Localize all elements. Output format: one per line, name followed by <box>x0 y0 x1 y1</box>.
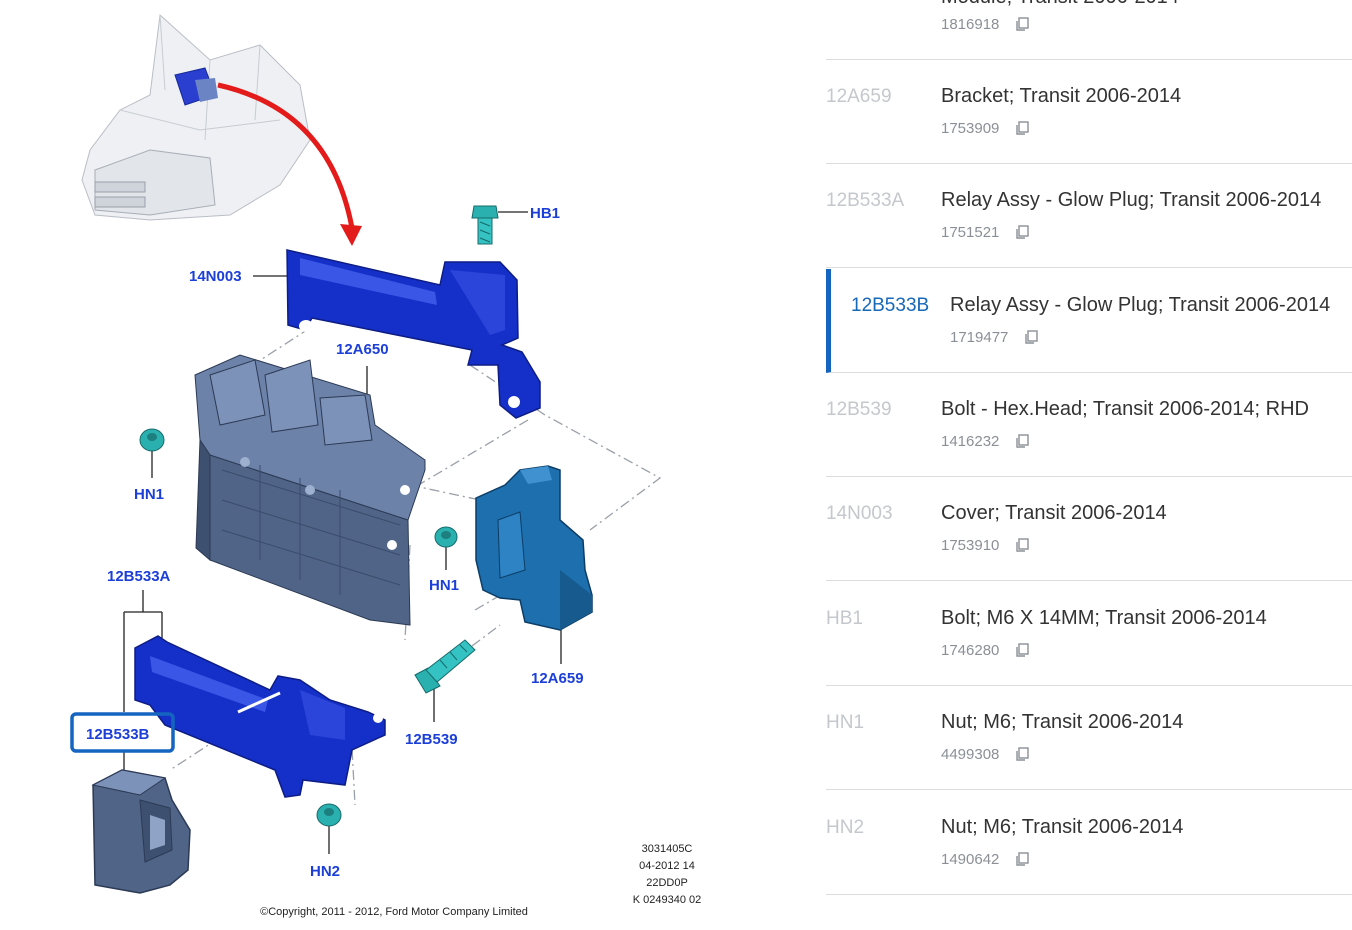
callout-hn2[interactable]: HN2 <box>310 863 340 880</box>
part-number: 1751521 <box>941 224 1000 241</box>
part-number: 1753909 <box>941 120 1000 137</box>
parts-row-hn1[interactable]: HN1 Nut; M6; Transit 2006-2014 4499308 <box>826 686 1352 790</box>
callout-12b539[interactable]: 12B539 <box>405 731 458 748</box>
parts-row-12b533a[interactable]: 12B533A Relay Assy - Glow Plug; Transit … <box>826 164 1352 268</box>
part-description: Bolt; M6 X 14MM; Transit 2006-2014 <box>941 607 1267 629</box>
callout-12b533b[interactable]: 12B533B <box>86 726 150 743</box>
copyright-notice: ©Copyright, 2011 - 2012, Ford Motor Comp… <box>260 906 528 918</box>
ref-line-3: 22DD0P <box>646 877 688 889</box>
callout-hn1-left[interactable]: HN1 <box>134 486 164 503</box>
part-code: HB1 <box>826 608 863 629</box>
part-code: HN1 <box>826 712 865 733</box>
parts-row-top-partial[interactable]: Module; Transit 2006-2014 1816918 <box>826 0 1352 60</box>
part-description: Relay Assy - Glow Plug; Transit 2006-201… <box>941 189 1322 211</box>
part-number: 1746280 <box>941 642 1000 659</box>
part-description: Bolt - Hex.Head; Transit 2006-2014; RHD <box>941 398 1309 420</box>
nut-hn1-left <box>139 428 165 452</box>
copy-icon[interactable] <box>1015 17 1029 31</box>
callout-12a650[interactable]: 12A650 <box>336 341 389 358</box>
selected-callout-highlight <box>70 712 175 753</box>
copy-icon[interactable] <box>1015 434 1029 448</box>
relay-bracket-12b533a <box>134 635 386 798</box>
parts-row-14n003[interactable]: 14N003 Cover; Transit 2006-2014 1753910 <box>826 477 1352 581</box>
part-number: 1753910 <box>941 537 1000 554</box>
bolt-12b539 <box>414 639 476 694</box>
part-number: 1816918 <box>941 16 1000 33</box>
part-number: 4499308 <box>941 746 1000 763</box>
drawing-reference: 3031405C 04-2012 14 22DD0P K 0249340 02 <box>633 843 702 906</box>
callout-14n003[interactable]: 14N003 <box>189 268 242 285</box>
copy-icon[interactable] <box>1015 852 1029 866</box>
parts-row-hb1[interactable]: HB1 Bolt; M6 X 14MM; Transit 2006-2014 1… <box>826 582 1352 686</box>
parts-row-12b539[interactable]: 12B539 Bolt - Hex.Head; Transit 2006-201… <box>826 373 1352 477</box>
part-code: 12B539 <box>826 399 892 420</box>
callout-labels: HB1 14N003 12A650 HN1 HN1 12B533A 12B533… <box>70 205 584 880</box>
callout-12b533a[interactable]: 12B533A <box>107 568 171 585</box>
bracket-12a659 <box>475 465 593 631</box>
part-number: 1719477 <box>950 329 1009 346</box>
part-code: 12B533B <box>851 295 930 316</box>
cover-14n003 <box>286 249 541 419</box>
copy-icon[interactable] <box>1015 538 1029 552</box>
part-description: Bracket; Transit 2006-2014 <box>941 85 1182 107</box>
part-code: HN2 <box>826 817 865 838</box>
part-description: Nut; M6; Transit 2006-2014 <box>941 816 1184 838</box>
copy-icon[interactable] <box>1015 121 1029 135</box>
part-description: Nut; M6; Transit 2006-2014 <box>941 711 1184 733</box>
vehicle-thumbnail <box>81 13 311 221</box>
part-description: Module; Transit 2006-2014 <box>941 0 1179 9</box>
parts-row-12a659[interactable]: 12A659 Bracket; Transit 2006-2014 175390… <box>826 60 1352 164</box>
part-description: Cover; Transit 2006-2014 <box>941 502 1167 524</box>
copy-icon[interactable] <box>1015 747 1029 761</box>
ref-line-2: 04-2012 14 <box>639 860 695 872</box>
nut-hn1-right <box>434 526 458 548</box>
parts-row-hn2[interactable]: HN2 Nut; M6; Transit 2006-2014 1490642 <box>826 791 1352 895</box>
ref-line-4: K 0249340 02 <box>633 894 702 906</box>
ecu-module-12a650 <box>194 354 426 626</box>
part-description: Relay Assy - Glow Plug; Transit 2006-201… <box>950 294 1331 316</box>
part-number: 1416232 <box>941 433 1000 450</box>
copy-icon[interactable] <box>1015 643 1029 657</box>
copy-icon[interactable] <box>1015 225 1029 239</box>
part-number: 1490642 <box>941 851 1000 868</box>
nut-hn2 <box>316 803 342 827</box>
part-code: 12B533A <box>826 190 905 211</box>
leader-lines <box>123 211 562 854</box>
part-code: 12A659 <box>826 86 892 107</box>
parts-row-12b533b[interactable]: 12B533B Relay Assy - Glow Plug; Transit … <box>826 269 1352 373</box>
bolt-hb1 <box>471 205 499 245</box>
parts-list: Module; Transit 2006-2014 1816918 12A659… <box>826 0 1352 930</box>
copy-icon[interactable] <box>1024 330 1038 344</box>
location-arrow <box>217 82 362 246</box>
callout-12a659[interactable]: 12A659 <box>531 670 584 687</box>
relay-12b533b <box>91 769 191 894</box>
callout-hn1-right[interactable]: HN1 <box>429 577 459 594</box>
callout-hb1[interactable]: HB1 <box>530 205 560 222</box>
part-code: 14N003 <box>826 503 893 524</box>
exploded-parts-diagram: HB1 14N003 12A650 HN1 HN1 12B533A 12B533… <box>70 13 702 918</box>
ref-line-1: 3031405C <box>642 843 693 855</box>
